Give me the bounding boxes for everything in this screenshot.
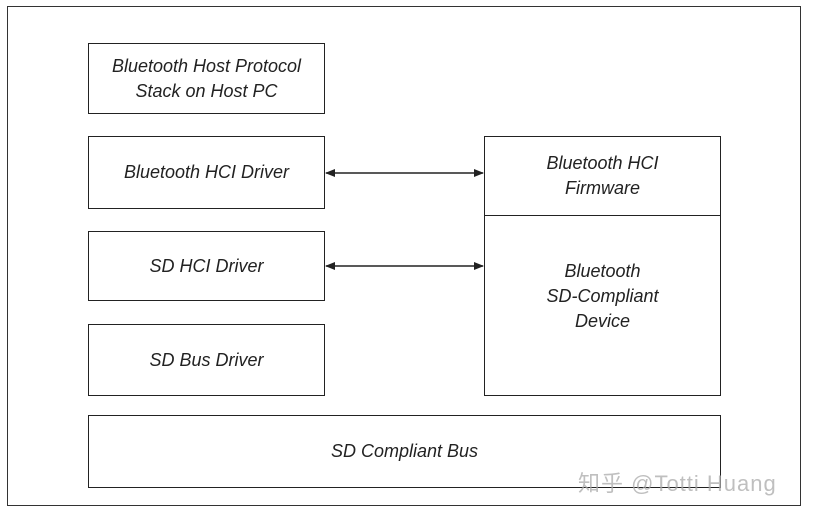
sd-compliant-bus-box: SD Compliant Bus: [88, 415, 721, 488]
bluetooth-hci-driver-label: Bluetooth HCI Driver: [123, 162, 290, 182]
sd-device-line3: Device: [574, 311, 631, 331]
watermark-text: 知乎 @Totti Huang: [578, 471, 777, 496]
sd-compliant-device-box: Bluetooth SD-Compliant Device: [485, 216, 720, 394]
sd-compliant-bus-label: SD Compliant Bus: [330, 441, 479, 461]
host-protocol-stack-line1: Bluetooth Host Protocol: [111, 55, 302, 76]
bluetooth-device-container: Bluetooth HCI Firmware Bluetooth SD-Comp…: [484, 136, 721, 396]
host-protocol-stack-box: Bluetooth Host Protocol Stack on Host PC: [88, 43, 325, 114]
sd-device-line1: Bluetooth: [564, 261, 641, 281]
sd-hci-driver-label: SD HCI Driver: [149, 255, 264, 276]
sd-bus-driver-label: SD Bus Driver: [149, 349, 264, 370]
bluetooth-hci-driver-box: Bluetooth HCI Driver: [88, 136, 325, 209]
bluetooth-hci-firmware-box: Bluetooth HCI Firmware: [485, 137, 720, 216]
hci-firmware-line2: Firmware: [565, 178, 640, 198]
sd-bus-driver-box: SD Bus Driver: [88, 324, 325, 396]
hci-firmware-line1: Bluetooth HCI: [546, 153, 659, 173]
sd-hci-driver-box: SD HCI Driver: [88, 231, 325, 301]
host-protocol-stack-line2: Stack on Host PC: [135, 80, 278, 101]
sd-device-line2: SD-Compliant: [546, 286, 659, 306]
